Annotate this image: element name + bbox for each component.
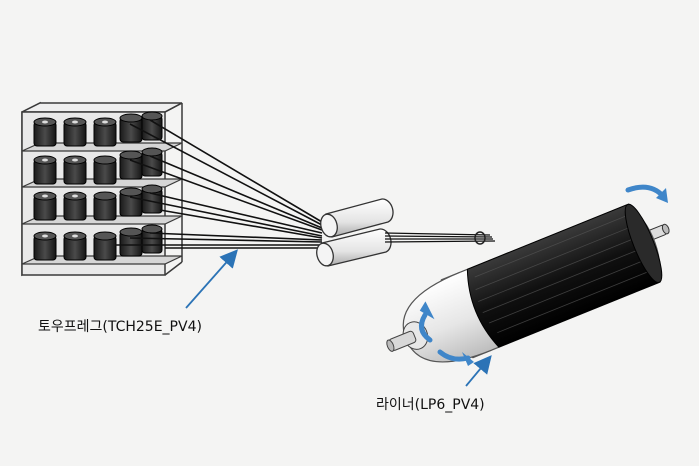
fiber-eye-guide — [474, 231, 486, 245]
pointer-arrow-icon — [185, 249, 492, 387]
lower-roller — [316, 228, 392, 267]
upper-roller — [320, 198, 394, 238]
fiber-band — [384, 232, 496, 243]
spool-row-1 — [33, 111, 163, 147]
rotation-arrow-heads — [419, 188, 668, 366]
winding-texture — [474, 215, 652, 334]
creel-rack — [21, 101, 183, 277]
liner-vessel — [386, 203, 670, 363]
guide-rollers — [316, 198, 394, 267]
fiber-tows — [115, 119, 323, 249]
spool-row-3 — [33, 184, 163, 221]
liner-label: 라이너(LP6_PV4) — [376, 397, 485, 413]
towpreg-label: 토우프레그(TCH25E_PV4) — [38, 319, 202, 335]
